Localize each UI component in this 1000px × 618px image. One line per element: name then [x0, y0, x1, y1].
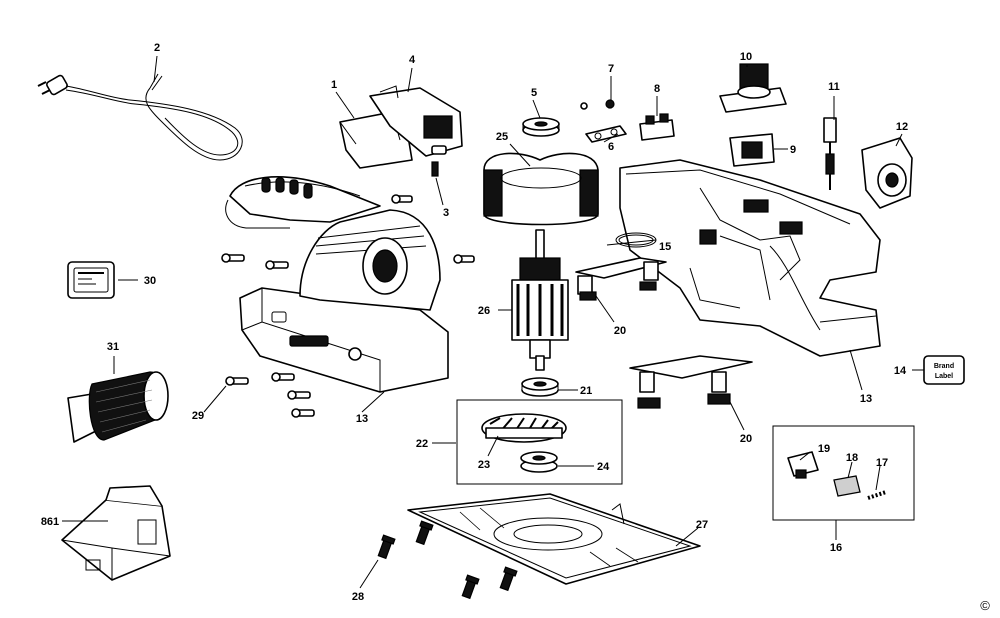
callout-9: 9 — [790, 144, 796, 156]
fan-cover — [861, 137, 913, 209]
bracket-upper — [575, 257, 667, 301]
callout-1: 1 — [331, 79, 337, 91]
callout-4: 4 — [409, 54, 416, 66]
callout-15: 15 — [659, 241, 671, 253]
leader-lines — [62, 55, 924, 589]
fan-shroud — [483, 152, 599, 226]
brush-box — [772, 425, 915, 521]
callout-17: 17 — [876, 457, 888, 469]
power-cord — [37, 73, 243, 161]
callout-13-right: 13 — [860, 393, 872, 405]
callout-24: 24 — [597, 461, 610, 473]
screw-washer — [580, 99, 627, 143]
screws-left — [221, 194, 475, 418]
callout-13-left: 13 — [356, 413, 368, 425]
callout-2: 2 — [154, 42, 160, 54]
cover-plate — [719, 63, 787, 113]
callout-22: 22 — [416, 438, 428, 450]
callout-8: 8 — [654, 83, 660, 95]
small-screw — [431, 161, 439, 177]
callout-10: 10 — [740, 51, 752, 63]
callout-7: 7 — [608, 63, 614, 75]
brand-label-line1: Brand — [934, 363, 954, 370]
callout-5: 5 — [531, 87, 537, 99]
housing-right — [619, 159, 881, 357]
fan-assembly-box — [456, 399, 623, 485]
brush-holder — [729, 133, 775, 167]
callout-25: 25 — [496, 131, 508, 143]
bracket-lower — [629, 355, 753, 409]
callout-6: 6 — [608, 141, 614, 153]
bearing-lower — [521, 377, 559, 397]
callout-28: 28 — [352, 591, 364, 603]
callout-16: 16 — [830, 542, 842, 554]
callout-18: 18 — [846, 452, 858, 464]
callout-30: 30 — [144, 275, 156, 287]
callout-31: 31 — [107, 341, 119, 353]
brand-label-box: Brand Label — [923, 355, 965, 385]
callout-26: 26 — [478, 305, 490, 317]
terminal-block — [639, 113, 675, 141]
callout-labels: 2 1 4 3 5 7 6 8 10 9 11 12 25 15 26 20 2… — [41, 42, 990, 613]
callout-11: 11 — [828, 81, 840, 93]
callout-23: 23 — [478, 459, 490, 471]
callout-20-lower: 20 — [740, 433, 752, 445]
base-plate — [407, 493, 701, 585]
callout-20-upper: 20 — [614, 325, 626, 337]
dust-canister — [67, 371, 169, 443]
callout-29: 29 — [192, 410, 204, 422]
callout-27: 27 — [696, 519, 708, 531]
brand-label-line2: Label — [935, 373, 953, 380]
callout-12: 12 — [896, 121, 908, 133]
bearing-top — [522, 117, 560, 137]
housing-left — [225, 176, 449, 393]
switch — [369, 85, 463, 157]
carry-case — [61, 485, 171, 581]
base-screws — [377, 520, 518, 600]
armature — [511, 229, 569, 371]
capacitor-wire — [823, 117, 837, 190]
label-plate — [67, 261, 115, 299]
callout-861: 861 — [41, 516, 59, 528]
callout-14: 14 — [894, 365, 907, 377]
copyright-mark: © — [980, 598, 990, 613]
callout-19: 19 — [818, 443, 830, 455]
callout-3: 3 — [443, 207, 449, 219]
callout-21: 21 — [580, 385, 592, 397]
